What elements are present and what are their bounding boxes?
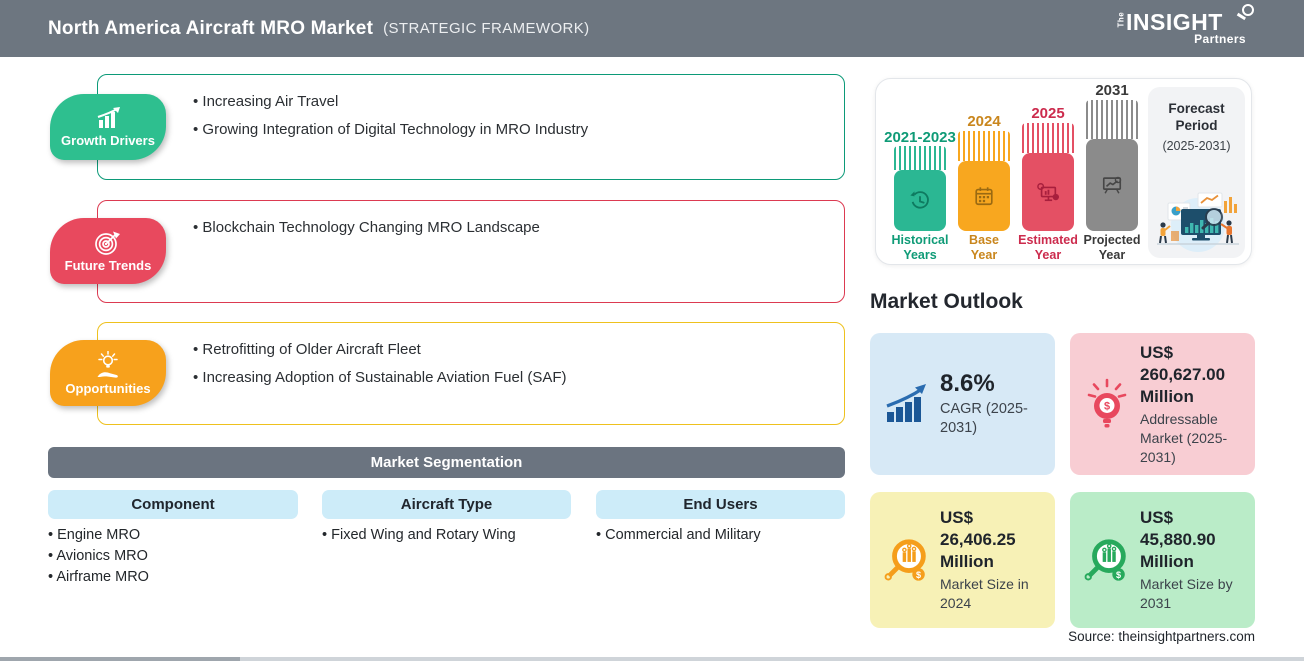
history-clock-icon (910, 190, 929, 209)
future-trends-badge: Future Trends (50, 218, 166, 284)
logo-partners-text: Partners (1194, 32, 1246, 46)
page-subtitle: (STRATEGIC FRAMEWORK) (383, 20, 590, 37)
opportunities-list: Retrofitting of Older Aircraft Fleet Inc… (98, 323, 844, 387)
list-item: Airframe MRO (48, 567, 308, 588)
list-item: Growing Integration of Digital Technolog… (193, 121, 824, 139)
bar-body (894, 170, 946, 231)
bar-stripes (894, 146, 946, 170)
projection-board-icon (1102, 176, 1122, 194)
list-item: Fixed Wing and Rotary Wing (322, 525, 582, 546)
market-size-2031-card: $ US$ 45,880.90 Million Market Size by 2… (1070, 492, 1255, 628)
source-attribution: Source: theinsightpartners.com (1068, 629, 1255, 644)
year-label: 2021-2023 (884, 129, 956, 146)
header-bar: North America Aircraft MRO Market (STRAT… (0, 0, 1304, 57)
calendar-icon (975, 187, 993, 206)
svg-text:$: $ (1104, 401, 1110, 413)
list-item: Blockchain Technology Changing MRO Lands… (193, 219, 824, 237)
list-item: Increasing Adoption of Sustainable Aviat… (193, 369, 824, 387)
opportunities-badge: Opportunities (50, 340, 166, 406)
market-size-2024-card: $ US$ 26,406.25 Million Market Size in 2… (870, 492, 1055, 628)
badge-label: Future Trends (64, 257, 152, 273)
page-title: North America Aircraft MRO Market (48, 17, 374, 39)
market-outlook-title: Market Outlook (870, 290, 1023, 313)
stat-value: US$ 45,880.90 Million (1140, 508, 1216, 571)
insight-partners-logo: The INSIGHT Partners (1116, 4, 1254, 46)
forecast-timeline-card: 2021-2023 2024 2025 2031 (875, 78, 1252, 265)
base-year-bar (958, 131, 1010, 231)
stat-value: 8.6% (940, 370, 995, 397)
target-dart-icon (95, 231, 120, 255)
stat-label: Addressable Market (2025-2031) (1140, 410, 1228, 465)
component-items: Engine MRO Avionics MRO Airframe MRO (48, 525, 308, 588)
bar-stripes (1086, 100, 1138, 139)
bar-body (958, 161, 1010, 231)
magnifier-chart-icon: $ (1084, 539, 1126, 581)
stat-value: US$ 260,627.00 Million (1140, 342, 1226, 406)
list-item: Commercial and Military (596, 525, 856, 546)
stat-label: Market Size in 2024 (940, 576, 1029, 611)
analysts-illustration (1157, 192, 1239, 252)
analytics-monitor-icon (1037, 183, 1059, 202)
bar-stripes (1022, 123, 1074, 153)
segmentation-header-component: Component (48, 490, 298, 519)
growth-drivers-box: Increasing Air Travel Growing Integratio… (97, 74, 845, 180)
bar-body (1022, 153, 1074, 231)
growth-chart-icon (97, 106, 120, 128)
aircraft-type-items: Fixed Wing and Rotary Wing (322, 525, 582, 546)
opportunities-box: Retrofitting of Older Aircraft Fleet Inc… (97, 322, 845, 425)
addressable-market-card: $ US$ 260,627.00 Million Addressable Mar… (1070, 333, 1255, 475)
cagr-card: 8.6% CAGR (2025-2031) (870, 333, 1055, 475)
list-item: Increasing Air Travel (193, 93, 824, 111)
year-label: 2031 (1095, 82, 1129, 99)
end-users-items: Commercial and Military (596, 525, 856, 546)
list-item: Avionics MRO (48, 546, 308, 567)
bar-body (1086, 139, 1138, 231)
bar-stripes (958, 131, 1010, 161)
badge-label: Growth Drivers (61, 132, 155, 148)
year-label: 2024 (967, 113, 1001, 130)
badge-label: Opportunities (65, 380, 151, 396)
dollar-bulb-icon: $ (1087, 378, 1127, 428)
list-item: Retrofitting of Older Aircraft Fleet (193, 341, 824, 359)
historical-years-bar (894, 146, 946, 231)
next-slide-edge (0, 657, 1304, 661)
magnifier-chart-icon: $ (884, 539, 926, 581)
cagr-growth-icon (886, 384, 926, 422)
growth-drivers-list: Increasing Air Travel Growing Integratio… (98, 75, 844, 139)
logo-insight-text: INSIGHT (1126, 9, 1223, 35)
idea-hand-icon (97, 350, 118, 378)
list-item: Engine MRO (48, 525, 308, 546)
svg-text:$: $ (916, 570, 921, 580)
market-segmentation-title-bar: Market Segmentation (48, 447, 845, 478)
forecast-range: (2025-2031) (1162, 139, 1231, 153)
growth-drivers-badge: Growth Drivers (50, 94, 166, 160)
stat-value: US$ 26,406.25 Million (940, 508, 1016, 571)
magnifier-icon (1242, 4, 1254, 16)
svg-text:$: $ (1116, 570, 1121, 580)
stat-label: CAGR (2025-2031) (940, 401, 1028, 436)
segmentation-header-aircraft-type: Aircraft Type (322, 490, 571, 519)
estimated-year-bar (1022, 123, 1074, 231)
future-trends-list: Blockchain Technology Changing MRO Lands… (98, 201, 844, 237)
year-label: 2025 (1031, 105, 1065, 122)
future-trends-box: Blockchain Technology Changing MRO Lands… (97, 200, 845, 303)
stat-label: Market Size by 2031 (1140, 576, 1233, 611)
logo-the-text: The (1116, 11, 1126, 27)
segmentation-header-end-users: End Users (596, 490, 845, 519)
projected-year-bar (1086, 100, 1138, 231)
